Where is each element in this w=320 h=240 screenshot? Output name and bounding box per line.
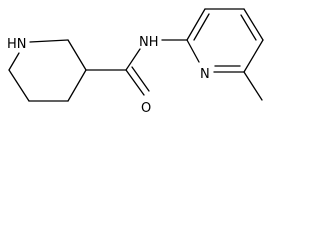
bond-c6-n1: [8, 52, 20, 71]
piperidine-ring: [8, 39, 87, 102]
atom-label-amide-nh: NH: [139, 35, 159, 50]
bond-c5-c6: [8, 69, 30, 102]
bond-c2-c3: [67, 39, 87, 71]
bond-np-c2p: [186, 39, 200, 63]
atom-label-piperidine-nh: HN: [7, 37, 27, 52]
molecule-diagram: HN NH O N: [7, 8, 264, 115]
bond-c2p-c3p-inner: [193, 13, 210, 41]
bond-c4p-c5p: [243, 8, 264, 41]
amide-group: [85, 39, 188, 96]
bond-c4p-c5p-inner: [240, 14, 257, 41]
bond-c5p-c6p: [243, 39, 264, 73]
pyridine-ring: [186, 8, 264, 101]
atom-label-pyridine-n: N: [200, 67, 210, 82]
bond-carbonyl-o-a: [125, 69, 145, 96]
bond-c3-c4: [67, 69, 87, 102]
bond-n1-c2: [29, 39, 69, 43]
bond-carbonyl-nh: [125, 48, 141, 71]
atom-label-carbonyl-o: O: [141, 101, 151, 115]
bond-c2p-c3p: [186, 8, 206, 41]
structure-canvas: HN NH O N: [0, 0, 267, 115]
bond-carbonyl-o-b: [131, 66, 150, 92]
bond-c6p-methyl: [243, 71, 263, 101]
